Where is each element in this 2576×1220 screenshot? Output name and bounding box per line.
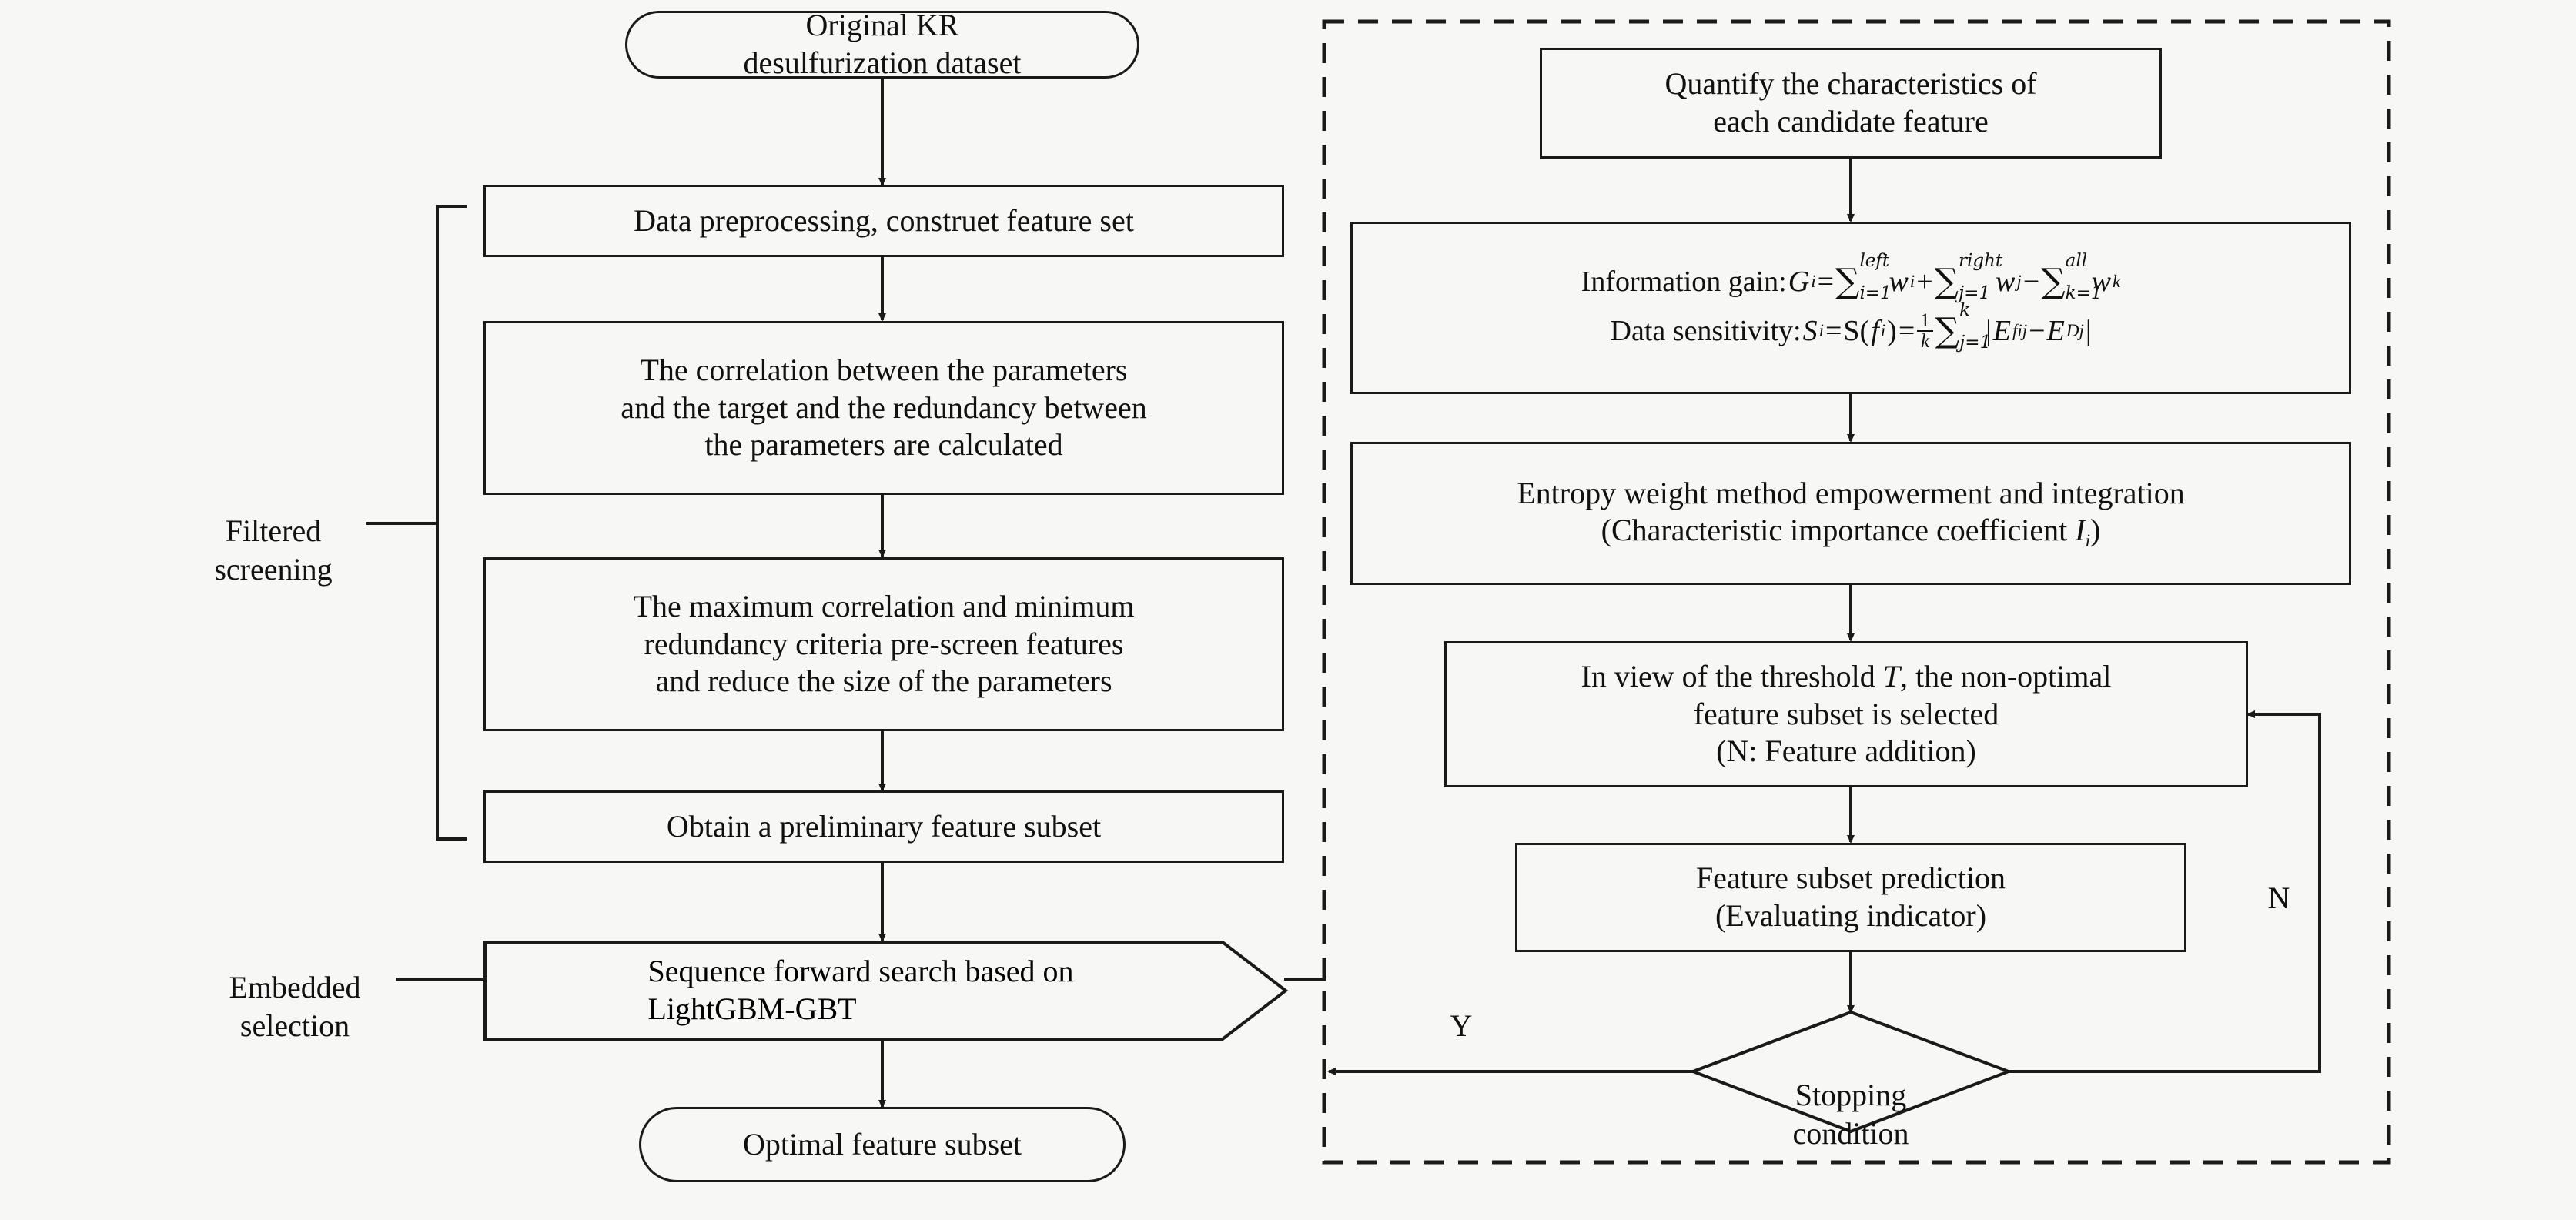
node-preliminary-subset[interactable]: Obtain a preliminary feature subset	[483, 790, 1284, 863]
edge-no-branch	[2009, 710, 2321, 1073]
frac-numerator: 1	[1920, 310, 1930, 331]
sum-1-lower: i=1	[1859, 283, 1892, 304]
term-E-Dj-sub: Dj	[2066, 321, 2084, 340]
abs-open: |	[1986, 315, 1992, 347]
term-w1: w	[1889, 266, 1909, 298]
dashed-region	[1322, 19, 2391, 1165]
fraction-one-over-k: 1 k	[1917, 310, 1933, 352]
frac-bar	[1917, 330, 1933, 332]
edge-label-no: N	[2267, 881, 2290, 915]
sum-3-upper: all	[2065, 251, 2088, 271]
entropy-line2-suffix: )	[2090, 513, 2101, 548]
node-mrmr-prescreen-label: The maximum correlation and minimum redu…	[633, 588, 1135, 699]
edge-label-yes: Y	[1450, 1008, 1473, 1043]
sum-2-upper: right	[1959, 251, 2003, 271]
formula-symbol-G-sub: i	[1811, 272, 1816, 291]
pentagon-outline	[483, 941, 1289, 1041]
threshold-symbol-T: T	[1882, 658, 1900, 694]
node-threshold-line2: feature subset is selected	[1693, 696, 1999, 731]
term-w1-sub: i	[1909, 272, 1915, 291]
func-arg-f: f	[1871, 315, 1879, 347]
bracket-filtered	[436, 205, 467, 841]
entropy-coefficient-sub: i	[2085, 531, 2090, 551]
label-filtered-screening: Filtered screening	[214, 513, 333, 587]
formula-symbol-G: G	[1788, 266, 1810, 298]
term-E-Dj: E	[2046, 315, 2065, 347]
formula-info-gain-label: Information gain:	[1581, 266, 1787, 298]
entropy-line2-prefix: (Characteristic importance coefficient	[1601, 513, 2076, 548]
node-quantify-characteristics[interactable]: Quantify the characteristics of each can…	[1540, 48, 2162, 159]
term-E-fij-sub: fij	[2012, 321, 2028, 340]
minus-2: −	[2029, 315, 2046, 347]
node-sequence-forward-search[interactable]: Sequence forward search based on LightGB…	[483, 941, 1289, 1041]
formula-symbol-S: S	[1802, 315, 1818, 347]
node-original-dataset-label: Original KR desulfurization dataset	[743, 8, 1022, 80]
threshold-prefix: In view of the threshold	[1581, 658, 1883, 694]
node-entropy-weight-line1: Entropy weight method empowerment and in…	[1517, 475, 2185, 510]
sum-1-upper: left	[1859, 251, 1890, 271]
node-data-preprocessing[interactable]: Data preprocessing, construet feature se…	[483, 185, 1284, 257]
node-threshold-selection[interactable]: In view of the threshold T, the non-opti…	[1444, 641, 2248, 787]
node-stopping-condition-label: Stopping condition	[1792, 1078, 1909, 1151]
term-w3-sub: k	[2113, 272, 2121, 291]
frac-denominator: k	[1920, 331, 1930, 352]
node-optimal-subset-label: Optimal feature subset	[742, 1126, 1022, 1162]
node-preliminary-subset-label: Obtain a preliminary feature subset	[666, 808, 1102, 844]
node-threshold-line1: In view of the threshold T, the non-opti…	[1574, 658, 2119, 696]
sum-2-lower: j=1	[1959, 283, 1991, 304]
func-close: )	[1887, 315, 1897, 347]
minus-1: −	[2022, 266, 2040, 298]
node-mrmr-prescreen[interactable]: The maximum correlation and minimum redu…	[483, 557, 1284, 731]
node-correlation-redundancy[interactable]: The correlation between the parameters a…	[483, 321, 1284, 495]
sum-3-lower: k=1	[2065, 283, 2103, 304]
func-arg-f-sub: i	[1880, 321, 1886, 340]
node-original-dataset[interactable]: Original KR desulfurization dataset	[625, 8, 1139, 80]
sum-4-upper: k	[1959, 300, 1971, 320]
term-E-fij: E	[1992, 315, 2011, 347]
term-w3: w	[2091, 266, 2112, 298]
term-w2-sub: j	[2016, 272, 2022, 291]
func-S: S(	[1843, 315, 1870, 347]
node-quantify-characteristics-label: Quantify the characteristics of each can…	[1664, 66, 2037, 139]
node-data-preprocessing-label: Data preprocessing, construet feature se…	[634, 202, 1134, 238]
node-threshold-line3: (N: Feature addition)	[1716, 734, 1976, 769]
eq-2: =	[1825, 315, 1842, 347]
eq-3: =	[1898, 315, 1915, 347]
eq-1: =	[1817, 266, 1835, 298]
node-optimal-subset[interactable]: Optimal feature subset	[639, 1107, 1126, 1182]
node-feature-subset-prediction-label: Feature subset prediction (Evaluating in…	[1695, 861, 2006, 933]
decision-diamond	[1688, 1010, 2013, 1134]
threshold-suffix: , the non-optimal	[1899, 658, 2112, 694]
entropy-coefficient-symbol: I	[2075, 513, 2086, 548]
node-sequence-forward-search-label: Sequence forward search based on LightGB…	[647, 954, 1074, 1026]
node-feature-subset-prediction[interactable]: Feature subset prediction (Evaluating in…	[1515, 843, 2186, 952]
sum-4-lower: j=1	[1959, 333, 1992, 353]
term-w2: w	[1996, 266, 2016, 298]
node-entropy-weight[interactable]: Entropy weight method empowerment and in…	[1350, 442, 2351, 585]
label-embedded-selection: Embedded selection	[229, 970, 361, 1043]
abs-close: |	[2085, 315, 2092, 347]
plus-1: +	[1916, 266, 1933, 298]
formula-symbol-S-sub: i	[1818, 321, 1824, 340]
node-correlation-redundancy-label: The correlation between the parameters a…	[621, 352, 1147, 463]
formula-sensitivity-label: Data sensitivity:	[1610, 315, 1802, 347]
node-entropy-weight-line2: (Characteristic importance coefficient I…	[1594, 512, 2109, 552]
